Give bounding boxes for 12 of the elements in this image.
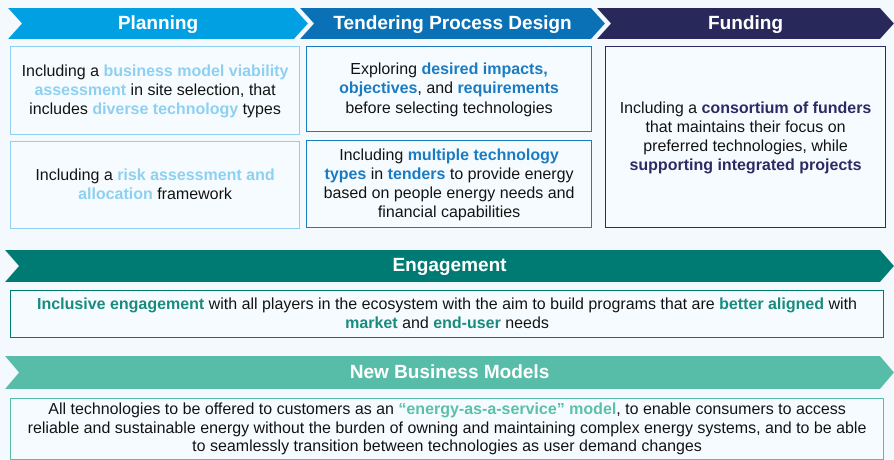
text-box: Including a business model viability assessment in site selection, that includes diverse technology types <box>10 46 300 135</box>
chevron-band: Funding <box>597 8 894 39</box>
text-box: Including multiple technology types in tenders to provide energy based on people energy needs and financial capabilities <box>306 140 592 228</box>
text-box: Including a consortium of funders that maintains their focus on preferred technologies, while supporting integrated projects <box>605 46 886 228</box>
text-box: Inclusive engagement with all players in the ecosystem with the aim to build programs that are better aligned with market and end-user needs <box>10 290 884 338</box>
chevron-band: Tendering Process Design <box>300 8 605 39</box>
text-box: Including a risk assessment and allocation framework <box>10 141 300 229</box>
chevron-band: Engagement <box>5 250 894 282</box>
chevron-band: Planning <box>8 8 308 39</box>
text-box: All technologies to be offered to customers as an “energy-as-a-service” model, to enable consumers to access reliable and sustainable energy without the burden of owning and maintaining complex energy systems, and to be able to seamlessly transition between technologies as user demand changes <box>10 398 884 460</box>
text-box: Exploring desired impacts, objectives, and requirements before selecting technologies <box>306 46 592 132</box>
chevron-band: New Business Models <box>5 356 894 389</box>
